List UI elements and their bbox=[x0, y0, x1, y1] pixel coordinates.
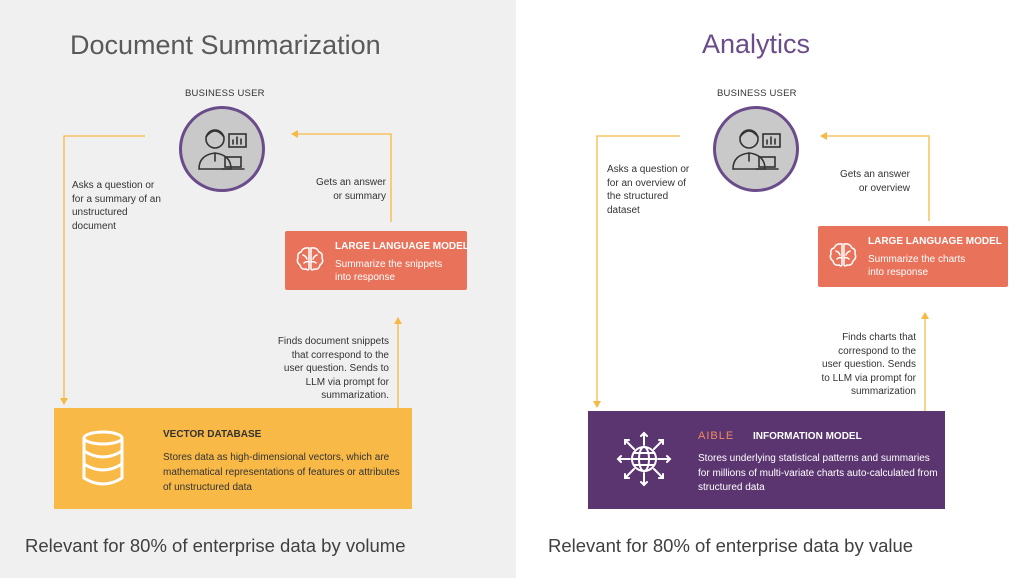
get-answer-note: Gets an answer or overview bbox=[839, 169, 910, 194]
information-model-box: AIBLE INFORMATION MODEL Stores underlyin… bbox=[588, 411, 945, 509]
business-user-icon bbox=[732, 129, 781, 170]
information-model-title: INFORMATION MODEL bbox=[753, 431, 862, 442]
vector-database-box: VECTOR DATABASE Stores data as high-dime… bbox=[54, 408, 412, 509]
llm-title: LARGE LANGUAGE MODEL bbox=[335, 241, 469, 252]
find-charts-note: Finds charts that correspond to the user… bbox=[821, 332, 916, 397]
find-snippets-note: Finds document snippets that correspond … bbox=[277, 336, 389, 401]
page-title-analytics: Analytics bbox=[702, 29, 811, 59]
llm-description: Summarize the charts into response bbox=[868, 254, 966, 278]
business-user-label: BUSINESS USER bbox=[717, 88, 797, 99]
brain-icon bbox=[829, 243, 857, 267]
vector-database-description: Stores data as high-dimensional vectors,… bbox=[163, 452, 400, 493]
business-user-avatar bbox=[179, 106, 265, 192]
footer-value: Relevant for 80% of enterprise data by v… bbox=[548, 535, 914, 556]
business-user-icon bbox=[198, 129, 247, 170]
llm-box-left: LARGE LANGUAGE MODEL Summarize the snipp… bbox=[285, 231, 469, 290]
llm-title: LARGE LANGUAGE MODEL bbox=[868, 236, 1002, 247]
get-answer-note: Gets an answer or summary bbox=[315, 177, 386, 202]
globe-network-icon bbox=[616, 431, 672, 487]
llm-box-right: LARGE LANGUAGE MODEL Summarize the chart… bbox=[818, 226, 1008, 287]
business-user-label: BUSINESS USER bbox=[185, 88, 265, 99]
aible-logo: AIBLE bbox=[698, 430, 735, 442]
page-title-document-summarization: Document Summarization bbox=[70, 30, 381, 60]
llm-description: Summarize the snippets into response bbox=[335, 259, 443, 283]
ask-question-note: Asks a question or for an overview of th… bbox=[607, 164, 690, 216]
brain-icon bbox=[296, 247, 324, 271]
database-icon bbox=[82, 430, 124, 486]
information-model-description: Stores underlying statistical patterns a… bbox=[698, 453, 938, 493]
footer-volume: Relevant for 80% of enterprise data by v… bbox=[25, 535, 406, 556]
ask-question-note: Asks a question or for a summary of an u… bbox=[72, 180, 161, 232]
business-user-avatar bbox=[713, 106, 799, 192]
vector-database-title: VECTOR DATABASE bbox=[163, 429, 262, 440]
